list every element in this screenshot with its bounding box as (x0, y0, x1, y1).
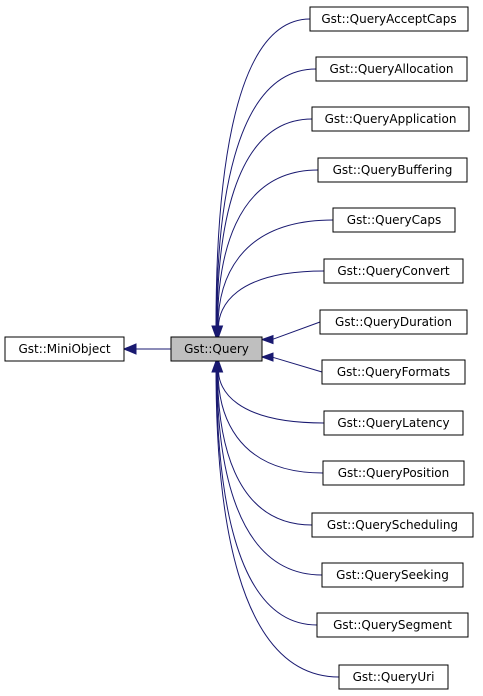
derived-class-label: Gst::QueryApplication (325, 112, 457, 126)
inheritance-edge (216, 118, 313, 328)
derived-class-node-query-duration[interactable]: Gst::QueryDuration (319, 309, 468, 335)
derived-class-label: Gst::QueryAllocation (330, 62, 454, 76)
derived-class-node-query-position[interactable]: Gst::QueryPosition (322, 460, 465, 486)
inheritance-edge (215, 18, 311, 328)
derived-class-label: Gst::QuerySeeking (336, 568, 449, 582)
derived-class-node-query-segment[interactable]: Gst::QuerySegment (316, 612, 469, 638)
inheritance-edge (271, 321, 321, 341)
edge-arrowhead (260, 334, 274, 345)
base-class-label: Gst::MiniObject (18, 342, 110, 356)
derived-class-label: Gst::QueryConvert (337, 264, 450, 278)
inheritance-edge (217, 370, 324, 474)
derived-class-label: Gst::QueryDuration (335, 315, 452, 329)
inheritance-edge (216, 370, 323, 576)
derived-class-node-query-uri[interactable]: Gst::QueryUri (338, 664, 449, 690)
focus-class-label: Gst::Query (184, 342, 249, 356)
inheritance-edges (122, 18, 340, 678)
derived-class-node-query-buffering[interactable]: Gst::QueryBuffering (317, 157, 468, 183)
inheritance-edge (217, 370, 313, 526)
edge-arrowhead (211, 359, 221, 373)
derived-class-node-query-formats[interactable]: Gst::QueryFormats (321, 359, 466, 385)
inheritance-edge (218, 270, 325, 328)
derived-class-node-query-scheduling[interactable]: Gst::QueryScheduling (311, 512, 474, 538)
inheritance-edge (217, 219, 334, 328)
inheritance-edge (216, 370, 318, 626)
derived-class-node-query-allocation[interactable]: Gst::QueryAllocation (315, 56, 468, 82)
derived-class-nodes: Gst::QueryAcceptCapsGst::QueryAllocation… (309, 6, 474, 690)
edge-arrowhead (260, 352, 274, 362)
inheritance-edge (215, 68, 317, 328)
inheritance-edge (215, 370, 340, 678)
base-class-node[interactable]: Gst::MiniObject (4, 336, 125, 362)
derived-class-node-query-application[interactable]: Gst::QueryApplication (311, 106, 470, 132)
derived-class-node-query-accept-caps[interactable]: Gst::QueryAcceptCaps (309, 6, 469, 32)
derived-class-label: Gst::QueryAcceptCaps (321, 12, 456, 26)
derived-class-label: Gst::QueryLatency (337, 416, 449, 430)
derived-class-node-query-seeking[interactable]: Gst::QuerySeeking (321, 562, 464, 588)
derived-class-label: Gst::QueryUri (353, 670, 435, 684)
edge-arrowhead (213, 325, 224, 339)
derived-class-node-query-latency[interactable]: Gst::QueryLatency (323, 410, 464, 436)
inheritance-edge (217, 169, 319, 328)
derived-class-label: Gst::QueryScheduling (327, 518, 458, 532)
inheritance-edge (271, 356, 323, 373)
focus-class-node: Gst::Query (170, 336, 263, 362)
edge-arrowhead (122, 343, 137, 355)
derived-class-label: Gst::QuerySegment (333, 618, 452, 632)
derived-class-label: Gst::QueryCaps (347, 213, 441, 227)
derived-class-label: Gst::QueryFormats (337, 365, 450, 379)
inheritance-edge (218, 370, 325, 424)
derived-class-node-query-caps[interactable]: Gst::QueryCaps (332, 207, 456, 233)
derived-class-node-query-convert[interactable]: Gst::QueryConvert (323, 258, 464, 284)
derived-class-label: Gst::QueryBuffering (333, 163, 453, 177)
derived-class-label: Gst::QueryPosition (338, 466, 450, 480)
